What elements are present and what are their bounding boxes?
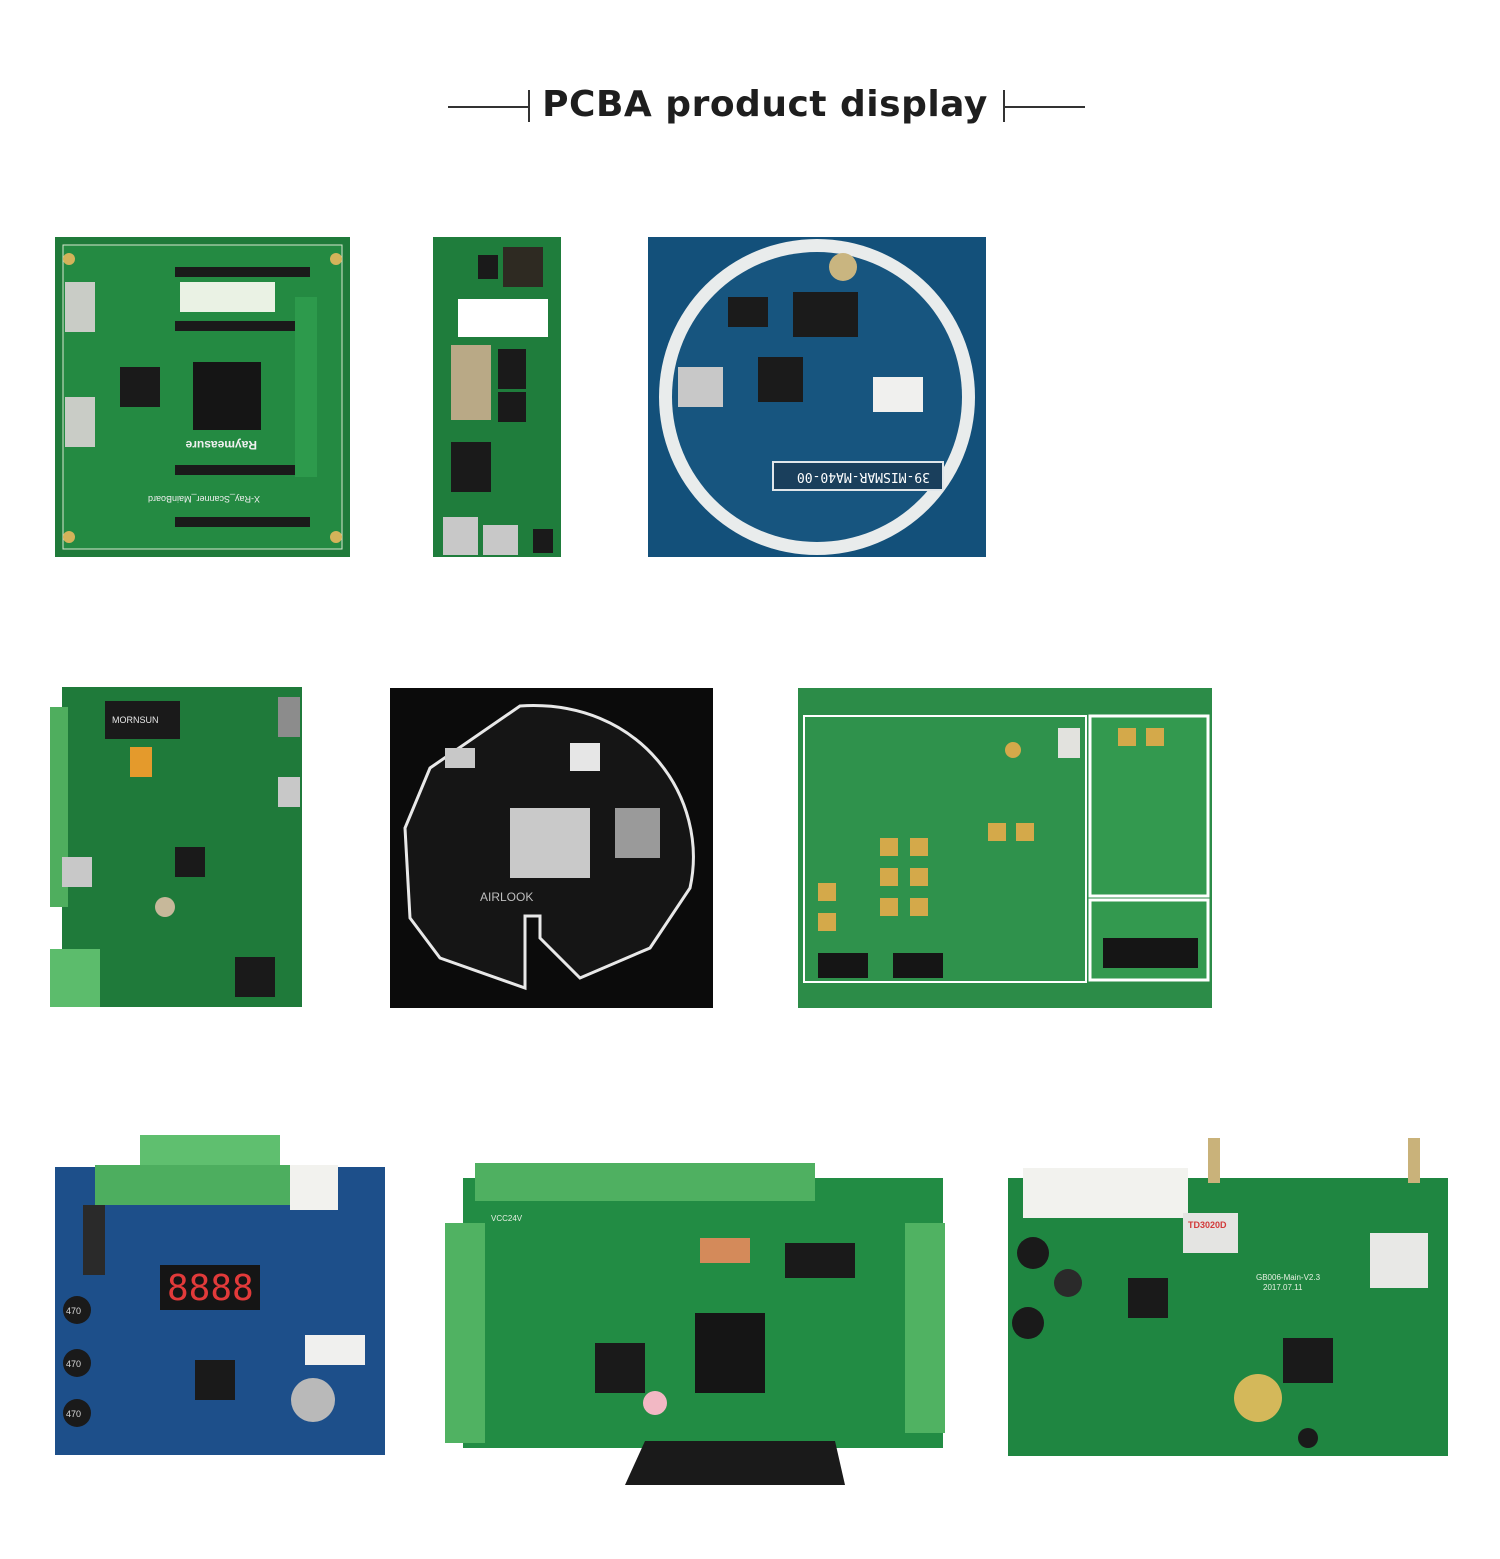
rf-test-board-photo (798, 688, 1212, 1008)
round-board-label: 39-MISMAR-MA40-00 (797, 469, 930, 484)
gprs-module-label: TD3020D (1188, 1220, 1227, 1230)
seven-segment-display: 8888 (167, 1268, 254, 1309)
airlook-label: AIRLOOK (480, 890, 533, 904)
capacitor-label-1: 470 (66, 1306, 81, 1316)
gprs-main-board-photo: TD3020D GB006-Main-V2.3 2017.07.11 (1008, 1138, 1448, 1456)
title-bar-left (528, 90, 530, 122)
seven-segment-board-photo: 8888 470 470 470 (55, 1135, 385, 1455)
capacitor-label-3: 470 (66, 1409, 81, 1419)
xray-board-model: X-Ray_Scanner_MainBoard (148, 494, 260, 504)
airlook-board-photo: AIRLOOK (390, 688, 713, 1008)
svg-text:8888: 8888 (167, 1268, 254, 1309)
page-title: PCBA product display (542, 84, 988, 125)
power-io-board-photo: MORNSUN (50, 687, 302, 1010)
capacitor-label-2: 470 (66, 1359, 81, 1369)
title-block: PCBA product display (0, 78, 1500, 138)
xray-board-label: Raymeasure (185, 438, 257, 452)
terminal-controller-board-photo: VCC24V (445, 1163, 945, 1485)
gprs-board-date: 2017.07.11 (1263, 1283, 1303, 1292)
power-board-label: MORNSUN (112, 715, 159, 725)
xray-mainboard-photo: Raymeasure X-Ray_Scanner_MainBoard (55, 237, 350, 557)
compute-module-board-photo (433, 237, 561, 557)
round-blue-board-photo: 39-MISMAR-MA40-00 (648, 237, 986, 557)
title-line-left (448, 106, 528, 108)
gprs-board-model: GB006-Main-V2.3 (1256, 1273, 1321, 1282)
terminal-board-vcc-label: VCC24V (491, 1214, 523, 1223)
title-line-right (1005, 106, 1085, 108)
title-bar-right (1003, 90, 1005, 122)
